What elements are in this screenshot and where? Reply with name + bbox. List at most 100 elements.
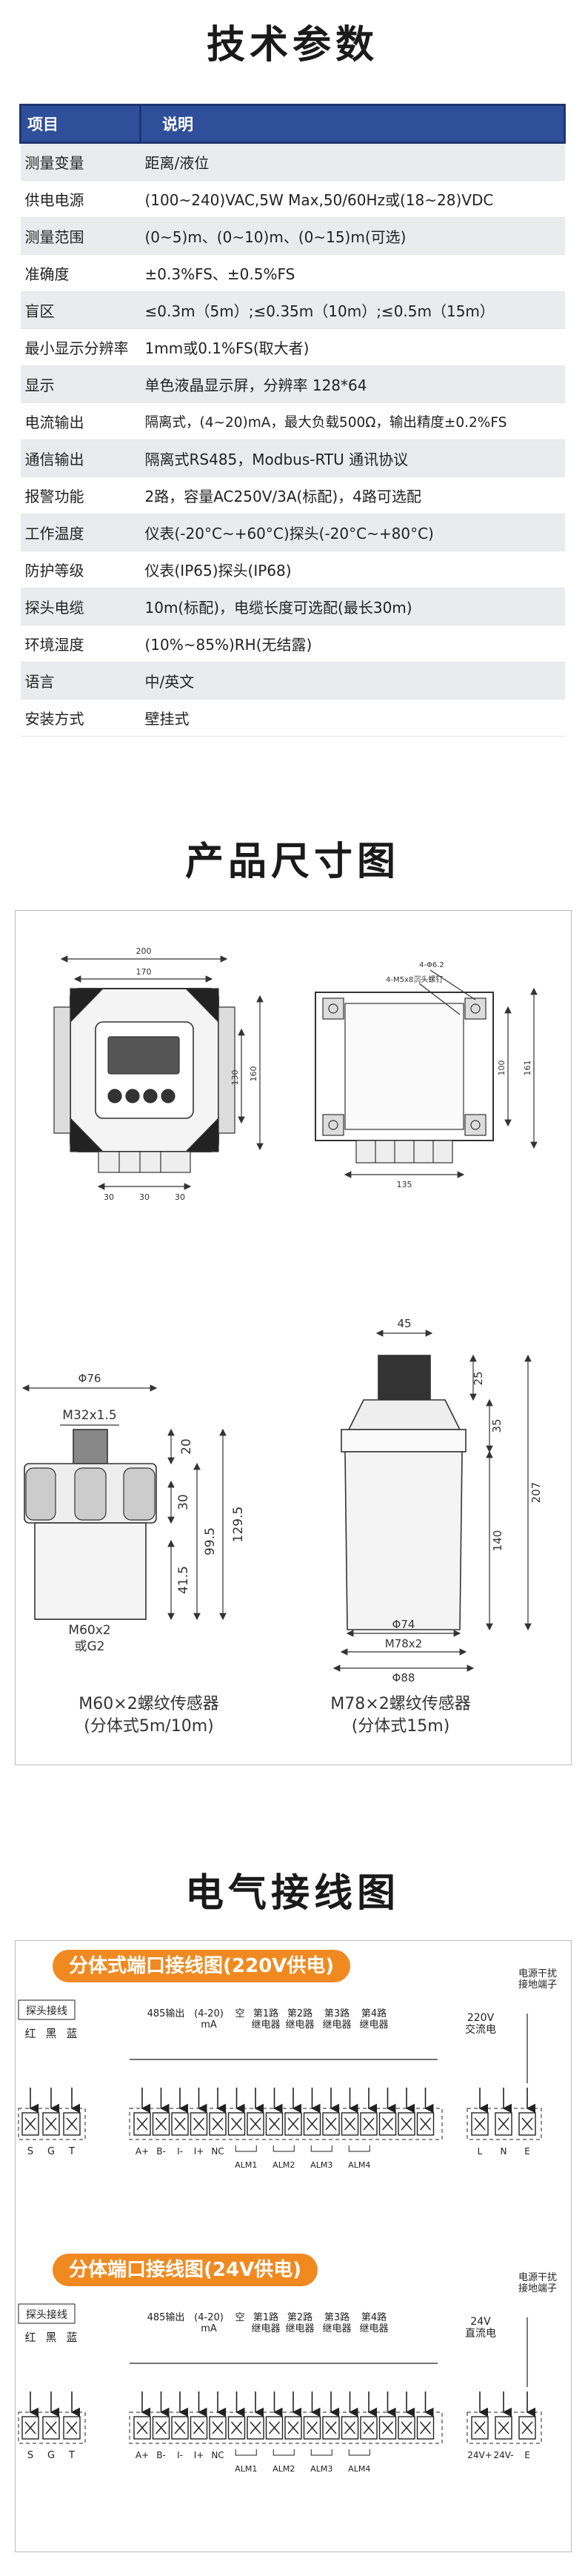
power-terminal-label: N xyxy=(501,2146,507,2157)
terminal-group-label: 第2路继电器 xyxy=(285,2008,314,2031)
main-terminal xyxy=(360,2088,378,2136)
power-terminal-label: L xyxy=(478,2146,483,2157)
power-terminal-label: 24V- xyxy=(493,2450,513,2460)
main-terminal-label: I- xyxy=(177,2450,183,2460)
spec-value: 隔离式，(4~20)mA，最大负载500Ω，输出精度±0.2%FS xyxy=(140,402,565,440)
main-terminal xyxy=(341,2391,359,2440)
spec-key: 语言 xyxy=(20,662,141,700)
main-terminal xyxy=(247,2391,264,2440)
power-terminal xyxy=(518,2088,536,2136)
spec-value: ±0.3%FS、±0.5%FS xyxy=(140,254,565,292)
main-terminal-label: I- xyxy=(177,2146,183,2157)
sensor-b-caption: M78×2螺纹传感器 (分体式15m) xyxy=(282,1693,519,1738)
main-terminal-label: B- xyxy=(156,2450,166,2460)
main-terminal xyxy=(209,2088,227,2136)
sensor-b-dia74: Φ74 xyxy=(392,1618,415,1631)
spec-row: 安装方式壁挂式 xyxy=(20,699,565,737)
power-terminal-label: 24V+ xyxy=(467,2450,492,2460)
main-terminal-label: A+ xyxy=(136,2146,149,2157)
main-terminal xyxy=(322,2391,340,2440)
spec-table: 项目 说明 测量变量距离/液位供电电源(100~240)VAC,5W Max,5… xyxy=(19,104,566,737)
main-terminal xyxy=(416,2391,435,2440)
sensor-b-caption-2: (分体式15m) xyxy=(351,1717,450,1736)
main-terminal xyxy=(227,2088,246,2136)
sensor-a-bottom: M60x2 xyxy=(68,1623,110,1638)
probe-label: 探头接线 xyxy=(26,2308,67,2321)
spec-header-row: 项目 说明 xyxy=(19,104,566,144)
sensor-b-d45: 45 xyxy=(397,1317,411,1330)
spec-key: 通信输出 xyxy=(20,439,141,477)
specs-title: 技术参数 xyxy=(206,23,378,67)
spec-header-item: 项目 xyxy=(19,104,141,144)
spec-value: ≤0.3m（5m）;≤0.35m（10m）;≤0.5m（15m） xyxy=(140,291,565,329)
front-bottom-3: 30 xyxy=(175,1192,185,1202)
sensor-a-thread: M32x1.5 xyxy=(62,1408,116,1423)
main-terminal xyxy=(190,2391,208,2440)
front-h-inner: 130 xyxy=(230,1070,240,1086)
terminal-group-label: 485输出 xyxy=(147,2008,185,2019)
sensor-b-dia88: Φ88 xyxy=(392,1671,415,1684)
front-view xyxy=(53,955,264,1190)
sensor-b-d140: 140 xyxy=(491,1530,504,1552)
spec-value: 2路，容量AC250V/3A(标配)，4路可选配 xyxy=(140,477,565,514)
front-w-total: 200 xyxy=(136,946,152,956)
main-terminal xyxy=(133,2391,151,2440)
spec-key: 显示 xyxy=(20,365,141,403)
main-terminal-label: NC xyxy=(211,2450,224,2460)
main-terminal xyxy=(360,2391,378,2440)
probe-terminal xyxy=(42,2391,60,2440)
power-terminal xyxy=(471,2088,489,2136)
main-terminal xyxy=(152,2391,170,2440)
spec-key: 防护等级 xyxy=(20,551,141,588)
main-terminal-label: B- xyxy=(156,2146,166,2157)
power-terminal xyxy=(495,2088,512,2136)
sensor-a-d129: 129.5 xyxy=(231,1507,246,1543)
terminal-group-label: 第3路继电器 xyxy=(322,2008,351,2031)
power-terminal xyxy=(495,2391,512,2440)
terminal-group-label: (4-20)mA xyxy=(194,2008,224,2031)
probe-terminal-label: G xyxy=(47,2450,55,2461)
sensor-a-drawing xyxy=(21,1384,227,1621)
spec-value: 仪表(-20°C~+60°C)探头(-20°C~+80°C) xyxy=(140,514,565,551)
terminal-group-label: 第1路继电器 xyxy=(251,2008,280,2031)
sensor-a-d20: 20 xyxy=(179,1438,194,1455)
main-terminal xyxy=(416,2088,435,2136)
main-terminal-label: A+ xyxy=(136,2450,149,2460)
sensor-a-alt: 或G2 xyxy=(75,1639,105,1654)
main-terminal xyxy=(378,2088,397,2136)
terminal-group-label: 第4路继电器 xyxy=(359,2311,388,2334)
front-bottom-2: 30 xyxy=(139,1192,150,1202)
spec-row: 显示单色液晶显示屏，分辨率 128*64 xyxy=(20,365,565,403)
side-hole-note: 4-Φ6.2 xyxy=(419,961,444,969)
power-terminal-label: E xyxy=(524,2450,530,2460)
spec-value: 单色液晶显示屏，分辨率 128*64 xyxy=(140,365,565,403)
sensor-b-d25: 25 xyxy=(472,1371,485,1385)
probe-wire-label: 红 xyxy=(24,2331,36,2344)
wiring-title-badge: 分体端口接线图(24V供电) xyxy=(53,2254,318,2286)
main-terminal xyxy=(227,2391,246,2440)
spec-row: 测量变量距离/液位 xyxy=(20,142,565,181)
main-terminal xyxy=(341,2088,359,2136)
probe-wire-label: 蓝 xyxy=(66,2331,77,2344)
side-screw-note: 4-M5x8沉头螺钉 xyxy=(386,975,443,984)
probe-terminal-label: T xyxy=(68,2450,75,2461)
sensor-a-top-dia: Φ76 xyxy=(78,1372,101,1385)
spec-header-desc: 说明 xyxy=(139,104,566,144)
sensor-b-d207: 207 xyxy=(529,1482,543,1504)
spec-key: 探头电缆 xyxy=(20,588,141,625)
spec-key: 盲区 xyxy=(20,291,141,329)
spec-value: (0~5)m、(0~10)m、(0~15)m(可选) xyxy=(140,217,565,255)
main-terminal xyxy=(303,2391,321,2440)
spec-row: 电流输出隔离式，(4~20)mA，最大负载500Ω，输出精度±0.2%FS xyxy=(20,402,565,440)
front-bottom-1: 30 xyxy=(104,1192,114,1202)
sensor-a-caption-2: (分体式5m/10m) xyxy=(84,1717,214,1736)
probe-terminal xyxy=(63,2088,81,2136)
spec-value: 仪表(IP65)探头(IP68) xyxy=(140,551,565,588)
